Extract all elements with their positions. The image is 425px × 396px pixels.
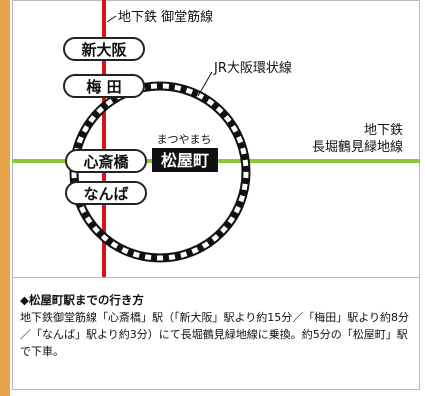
station-shinsaibashi-pill xyxy=(65,149,147,173)
station-shinsaibashi: 心斎橋 xyxy=(83,153,129,171)
accent-bar xyxy=(0,0,10,396)
station-shin-osaka-pill xyxy=(63,37,145,61)
route-map: 地下鉄 御堂筋線 JR大阪環状線 地下鉄 長堀鶴見緑地線 新大阪 梅 田 心斎橋… xyxy=(12,0,420,277)
loop-leader xyxy=(197,71,213,97)
station-matsuyamachi: 松屋町 xyxy=(161,151,209,170)
station-umeda: 梅 田 xyxy=(86,78,121,96)
midosuji-label: 地下鉄 御堂筋線 xyxy=(118,9,213,25)
station-namba: なんば xyxy=(83,185,128,203)
nagahori-label-line2: 長堀鶴見緑地線 xyxy=(312,139,403,155)
directions-section: ◆松屋町駅までの行き方 地下鉄御堂筋線「心斎橋」駅（「新大阪」駅より約15分／「… xyxy=(20,292,412,360)
directions-heading: ◆松屋町駅までの行き方 xyxy=(20,293,144,307)
directions-text: 地下鉄御堂筋線「心斎橋」駅（「新大阪」駅より約15分／「梅田」駅より約8分／「な… xyxy=(20,311,410,358)
station-namba-pill xyxy=(65,181,147,205)
section-divider xyxy=(12,277,420,278)
nagahori-label-line1: 地下鉄 xyxy=(364,123,403,138)
station-umeda-pill xyxy=(63,74,145,98)
osaka-loop-label: JR大阪環状線 xyxy=(213,60,292,76)
station-matsuyamachi-box xyxy=(152,148,218,172)
station-shin-osaka: 新大阪 xyxy=(81,41,127,59)
station-matsuyamachi-reading: まつやまち xyxy=(157,133,212,146)
midosuji-leader xyxy=(106,15,117,23)
